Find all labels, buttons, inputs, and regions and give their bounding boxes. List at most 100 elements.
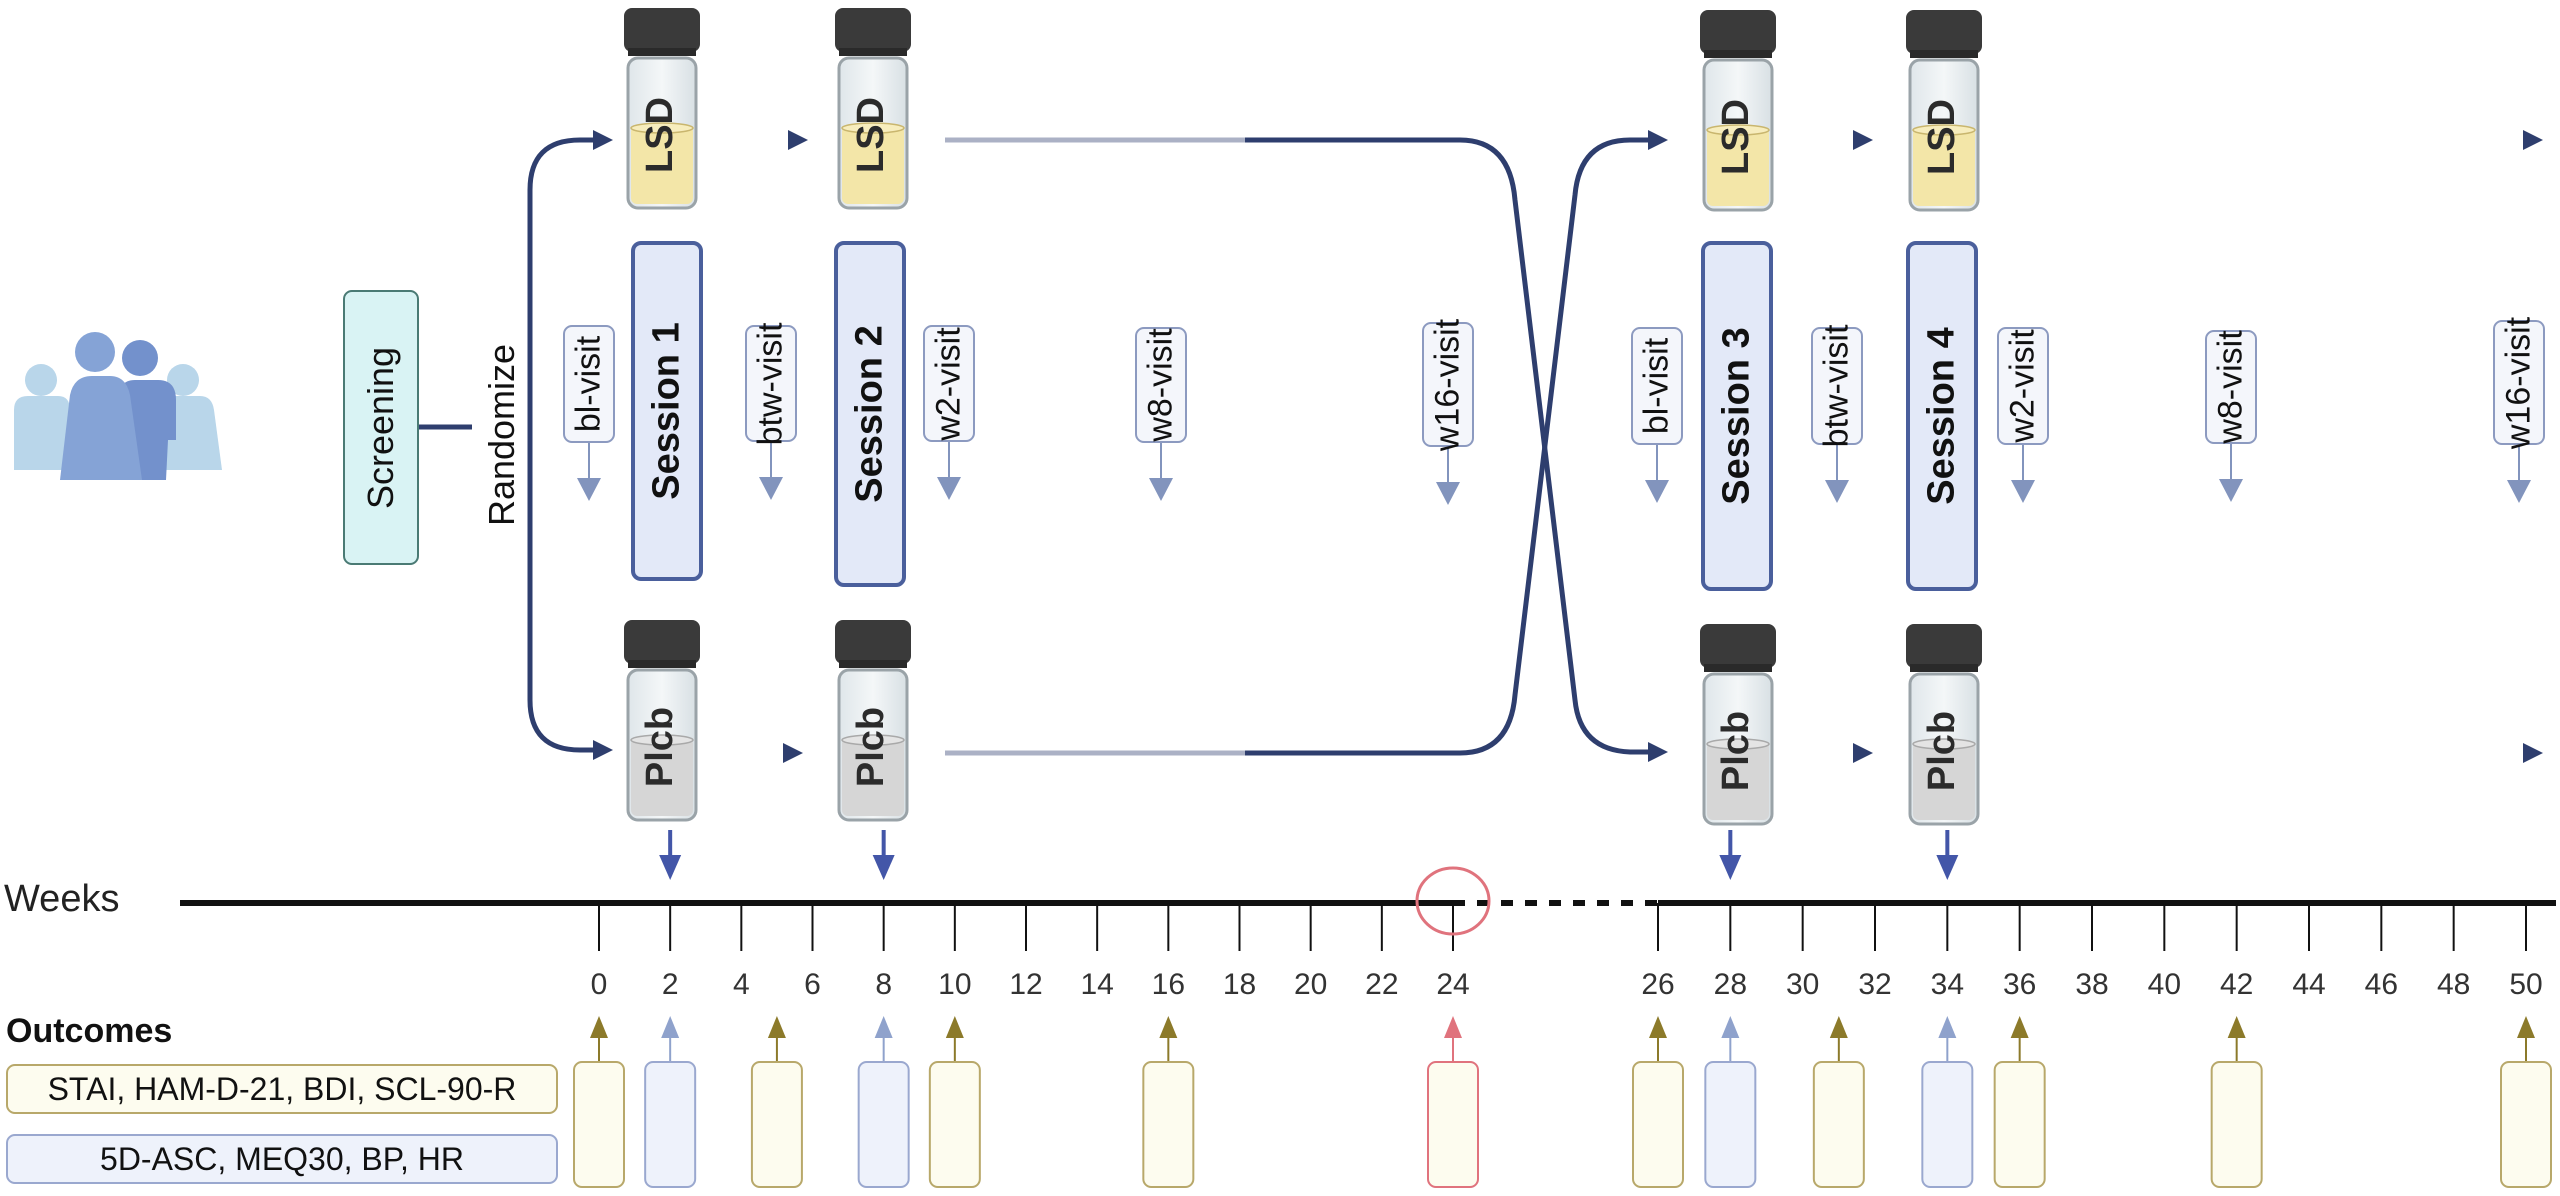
outcome-box	[644, 1061, 697, 1188]
visit-label: btw-visit	[751, 322, 790, 445]
visit-label: w2-visit	[2003, 329, 2042, 443]
visit-arrow-head	[1645, 480, 1669, 503]
tick-label: 44	[2292, 968, 2326, 1001]
vial-cap-rim	[628, 48, 696, 56]
tick-label: 24	[1436, 968, 1470, 1001]
visit-bl-2: bl-visit	[1631, 327, 1683, 445]
group-of-people-icon	[14, 332, 222, 480]
session-3-box: Session 3	[1701, 241, 1773, 591]
vial-cap	[1700, 624, 1776, 668]
tick-label: 32	[1858, 968, 1892, 1001]
outcome-arrow-head	[874, 1016, 893, 1038]
vial-meniscus	[841, 122, 905, 134]
session-4-box: Session 4	[1906, 241, 1978, 591]
outcome-marker-psychometric	[573, 1016, 625, 1188]
visit-label: bl-visit	[1637, 337, 1676, 435]
outcome-arrow-head	[590, 1016, 608, 1038]
vial-liquid	[842, 126, 904, 204]
vial-meniscus	[630, 122, 694, 134]
visit-label: btw-visit	[1817, 324, 1856, 448]
visit-w8-1: w8-visit	[1135, 327, 1187, 443]
outcome-arrow-head	[1159, 1016, 1178, 1038]
vial-meniscus	[841, 734, 905, 746]
outcome-arrow-head	[1938, 1016, 1957, 1038]
tick-label: 2	[661, 968, 679, 1001]
outcome-arrow-head	[2517, 1016, 2535, 1038]
outcome-arrow-head	[1721, 1016, 1740, 1038]
visit-arrow-head	[2011, 480, 2035, 503]
randomize-label: Randomize	[481, 343, 522, 527]
visit-label: w2-visit	[929, 326, 968, 441]
vial-cap-rim	[839, 48, 907, 56]
visit-label: bl-visit	[569, 335, 608, 433]
tick-label: 10	[938, 968, 972, 1001]
placebo-vial: Plcb	[624, 620, 700, 822]
tick-label: 4	[732, 968, 750, 1001]
outcome-box	[1993, 1061, 2046, 1188]
tick-label: 0	[590, 968, 608, 1001]
session-label: Session 2	[848, 325, 891, 503]
vial-label: LSD	[850, 97, 892, 173]
outcome-box	[2210, 1061, 2263, 1188]
vial-cap	[624, 620, 700, 664]
tick-label: 50	[2509, 968, 2543, 1001]
tick-label: 38	[2075, 968, 2109, 1001]
placebo-vial: Plcb	[1700, 624, 1776, 826]
outcome-box	[1427, 1061, 1479, 1188]
outcome-box	[750, 1061, 803, 1188]
visit-label: w16-visit	[1428, 318, 1467, 451]
outcome-box	[1921, 1061, 1974, 1188]
weeks-axis-label: Weeks	[4, 878, 120, 920]
outcome-marker-acute	[857, 1016, 910, 1188]
vial-label: Plcb	[1715, 711, 1757, 791]
tick-label: 26	[1641, 968, 1675, 1001]
outcome-markers-group	[573, 1016, 2552, 1188]
vial-cap-rim	[628, 660, 696, 668]
visit-arrow-head	[577, 478, 601, 501]
placebo-vial: Plcb	[1906, 624, 1982, 826]
outcome-marker-acute	[644, 1016, 697, 1188]
vial-cap	[624, 8, 700, 52]
outcome-box	[928, 1061, 981, 1188]
visit-w2-1: w2-visit	[923, 325, 975, 442]
tick-label: 46	[2364, 968, 2399, 1001]
outcome-arrow-head	[1829, 1016, 1848, 1038]
randomize-arrow-lsd	[527, 130, 613, 680]
crossover-arrow-plcb-to-lsd	[945, 130, 1668, 756]
vial-liquid	[1707, 128, 1769, 206]
outcome-marker-psychometric	[750, 1016, 803, 1188]
tick-label: 34	[1930, 968, 1965, 1001]
outcome-arrow-head	[661, 1016, 680, 1038]
vial-label: LSD	[1921, 99, 1963, 175]
visit-w16-1: w16-visit	[1422, 318, 1474, 451]
outcome-box	[1812, 1061, 1865, 1188]
session-1-box: Session 1	[631, 241, 703, 581]
vial-label: Plcb	[850, 707, 892, 787]
tick-label: 12	[1009, 968, 1043, 1001]
visit-arrows-group	[577, 442, 2531, 505]
tick-label: 16	[1151, 968, 1186, 1001]
highlight-circle	[1415, 866, 1491, 936]
lsd-vial: LSD	[1906, 10, 1982, 212]
visit-w16-2: w16-visit	[2493, 316, 2545, 449]
randomize-label-container: Randomize	[478, 330, 526, 540]
crossover-arrow-lsd-to-plcb	[945, 137, 1668, 762]
outcome-arrow-head	[2010, 1016, 2029, 1038]
outcome-arrow-head	[1649, 1016, 1667, 1038]
vial-meniscus	[630, 734, 694, 746]
vial-cap	[835, 8, 911, 52]
vial-cap-rim	[1910, 50, 1978, 58]
visit-arrow-head	[937, 477, 961, 500]
tick-label: 6	[804, 968, 821, 1001]
visit-arrow-head	[2219, 479, 2243, 502]
session-down-arrow-head	[1719, 855, 1742, 880]
lsd-vial: LSD	[1700, 10, 1776, 212]
outcome-marker-acute	[1921, 1016, 1974, 1188]
tick-label: 42	[2219, 968, 2254, 1001]
outcome-box	[1632, 1061, 1684, 1188]
outcome-marker-psychometric	[2210, 1016, 2263, 1188]
tick-label: 18	[1222, 968, 1257, 1001]
